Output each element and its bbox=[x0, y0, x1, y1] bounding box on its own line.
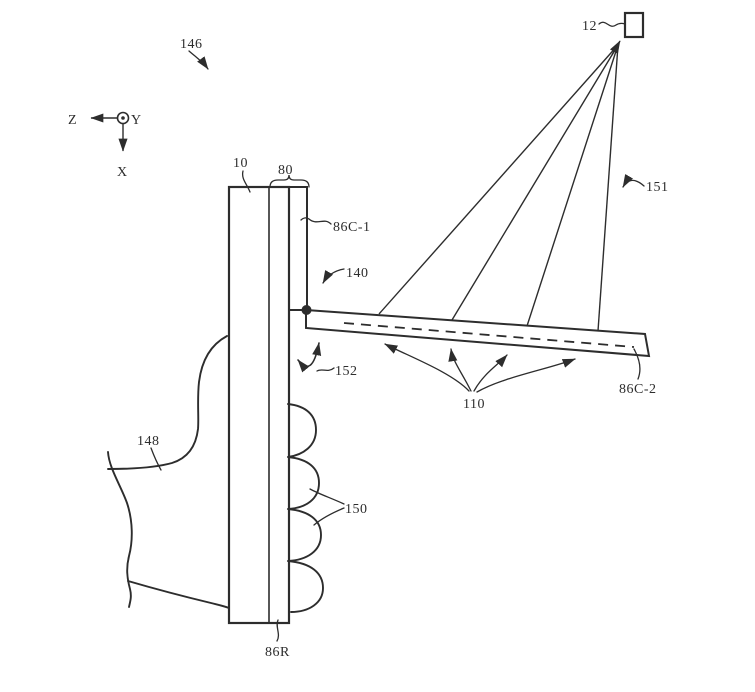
viewer-eye-box bbox=[623, 11, 645, 39]
axis-x-label: X bbox=[117, 165, 128, 180]
label-110: 110 bbox=[463, 397, 485, 412]
leader-110-c bbox=[473, 354, 508, 392]
rays-arrowhead bbox=[609, 40, 621, 56]
axis-y-dot-icon bbox=[121, 116, 125, 120]
leader-150-b bbox=[313, 507, 345, 526]
leader-10 bbox=[241, 170, 251, 193]
leader-110-a bbox=[384, 343, 470, 392]
label-10: 10 bbox=[233, 156, 248, 171]
light-ray-2 bbox=[451, 44, 619, 321]
label-146: 146 bbox=[180, 37, 203, 52]
light-path bbox=[378, 11, 645, 332]
label-12: 12 bbox=[582, 19, 597, 34]
device-body bbox=[227, 185, 291, 625]
label-151: 151 bbox=[646, 180, 669, 195]
axis-z-label: Z bbox=[68, 113, 77, 128]
leader-86c1 bbox=[300, 217, 332, 225]
thumb-outline bbox=[107, 335, 228, 470]
leader-12 bbox=[598, 21, 626, 27]
label-86c1: 86C-1 bbox=[333, 220, 371, 235]
device-assembly bbox=[227, 185, 651, 625]
hinge-pivot-dot bbox=[301, 305, 312, 315]
leader-146 bbox=[188, 50, 209, 70]
leader-86r bbox=[276, 619, 280, 642]
reference-labels: 146 12 10 80 86C-1 140 151 152 110 86C-2… bbox=[137, 19, 669, 660]
leader-152 bbox=[316, 367, 335, 372]
leader-110-b bbox=[448, 348, 472, 392]
label-150: 150 bbox=[345, 502, 368, 517]
leader-140 bbox=[322, 268, 345, 284]
leader-110-d bbox=[476, 358, 576, 393]
label-86c2: 86C-2 bbox=[619, 382, 657, 397]
cover-portion-1-strip bbox=[288, 186, 308, 311]
brace-80 bbox=[269, 174, 310, 188]
label-152: 152 bbox=[335, 364, 358, 379]
cover-portion-2-flap bbox=[305, 308, 651, 358]
fingers-outline bbox=[287, 403, 324, 613]
leader-lines bbox=[150, 21, 645, 642]
leader-151 bbox=[622, 174, 645, 188]
leader-148 bbox=[150, 447, 162, 471]
light-ray-4 bbox=[597, 44, 619, 332]
rotation-arrow-152 bbox=[297, 342, 322, 373]
leader-150-a bbox=[309, 488, 345, 505]
label-148: 148 bbox=[137, 434, 160, 449]
hand-outline bbox=[107, 335, 324, 613]
axis-y-circle-icon bbox=[116, 111, 130, 125]
wrist-outline bbox=[107, 451, 133, 608]
label-86r: 86R bbox=[265, 645, 290, 660]
label-80: 80 bbox=[278, 163, 293, 178]
palm-bottom-outline bbox=[127, 580, 230, 609]
axis-y-label: Y bbox=[131, 113, 142, 128]
axes-indicator: Z Y X bbox=[68, 111, 142, 180]
light-ray-3 bbox=[526, 44, 619, 327]
flap-centerline-dashed bbox=[343, 322, 635, 348]
leader-86c2 bbox=[633, 348, 641, 380]
light-ray-1 bbox=[378, 44, 619, 315]
label-140: 140 bbox=[346, 266, 369, 281]
